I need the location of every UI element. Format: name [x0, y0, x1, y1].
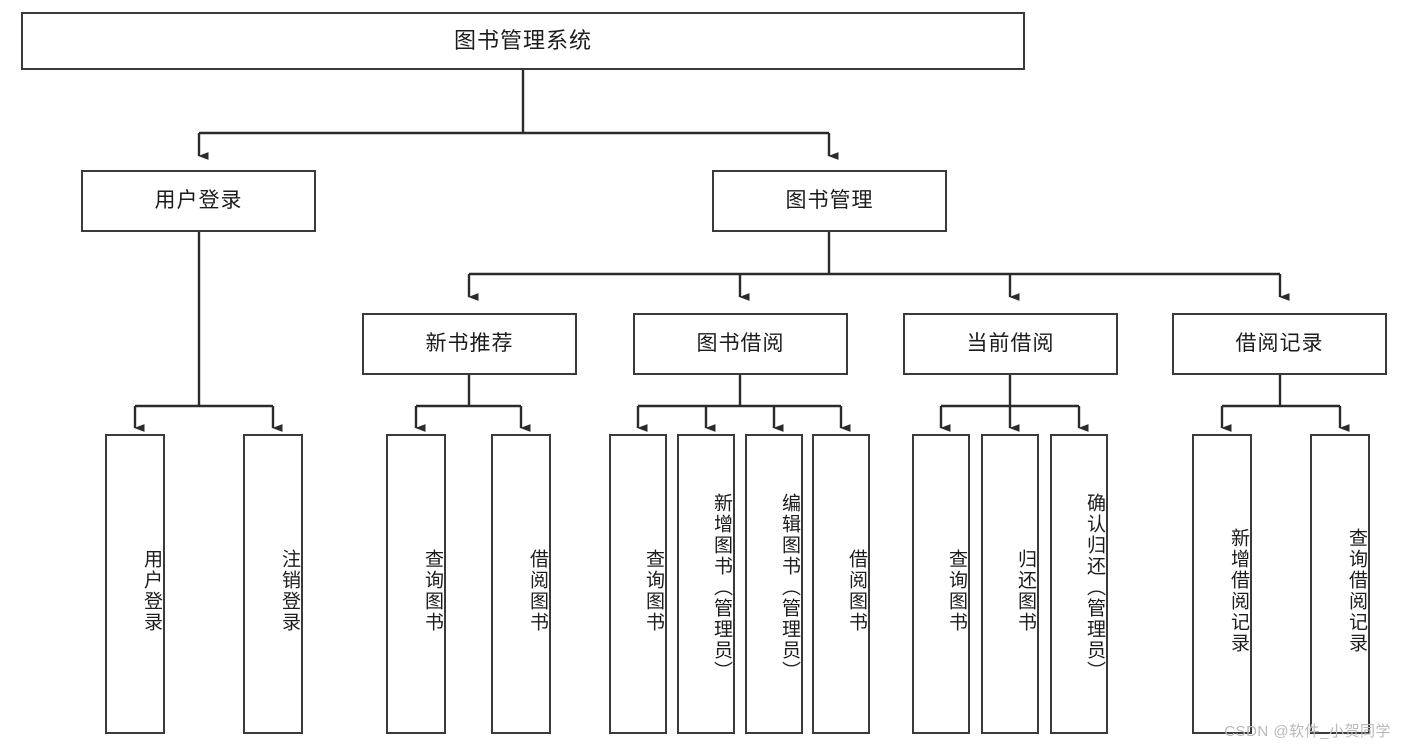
leaf-borrow-1[interactable]: 新增图书（管理员）	[677, 434, 735, 734]
node-new-book-recommend[interactable]: 新书推荐	[362, 313, 577, 375]
leaf-newbook-0[interactable]: 查询图书	[386, 434, 446, 734]
node-current-borrow[interactable]: 当前借阅	[903, 313, 1118, 375]
node-new-book-recommend-label: 新书推荐	[425, 332, 514, 356]
node-root-label: 图书管理系统	[453, 27, 592, 53]
leaf-newbook-1[interactable]: 借阅图书	[491, 434, 551, 734]
node-login[interactable]: 用户登录	[81, 170, 316, 232]
leaf-borrow-2-label: 编辑图书（管理员）	[779, 492, 800, 682]
node-login-label: 用户登录	[154, 189, 243, 213]
leaf-login-0[interactable]: 用户登录	[105, 434, 165, 734]
leaf-current-2-label: 确认归还（管理员）	[1084, 492, 1105, 682]
leaf-borrow-0[interactable]: 查询图书	[609, 434, 667, 734]
leaf-login-0-label: 用户登录	[141, 549, 162, 633]
leaf-newbook-0-label: 查询图书	[422, 549, 443, 633]
watermark: CSDN @软件_小贺同学	[1224, 723, 1391, 740]
leaf-borrow-1-label: 新增图书（管理员）	[711, 492, 732, 682]
leaf-current-0[interactable]: 查询图书	[912, 434, 970, 734]
leaf-borrow-0-label: 查询图书	[643, 549, 664, 633]
node-book-management[interactable]: 图书管理	[712, 170, 947, 232]
leaf-current-2[interactable]: 确认归还（管理员）	[1050, 434, 1108, 734]
node-book-management-label: 图书管理	[785, 189, 874, 213]
leaf-borrow-3-label: 借阅图书	[846, 549, 867, 633]
node-current-borrow-label: 当前借阅	[966, 332, 1055, 356]
node-borrow-records-label: 借阅记录	[1235, 332, 1324, 356]
leaf-current-1[interactable]: 归还图书	[981, 434, 1039, 734]
leaf-records-0[interactable]: 新增借阅记录	[1192, 434, 1252, 734]
leaf-login-1-label: 注销登录	[279, 549, 300, 633]
leaf-records-0-label: 新增借阅记录	[1228, 528, 1249, 654]
leaf-login-1[interactable]: 注销登录	[243, 434, 303, 734]
node-root[interactable]: 图书管理系统	[21, 12, 1025, 70]
node-book-borrow-label: 图书借阅	[696, 332, 785, 356]
leaf-newbook-1-label: 借阅图书	[527, 549, 548, 633]
node-book-borrow[interactable]: 图书借阅	[633, 313, 848, 375]
node-borrow-records[interactable]: 借阅记录	[1172, 313, 1387, 375]
leaf-current-1-label: 归还图书	[1015, 549, 1036, 633]
leaf-borrow-3[interactable]: 借阅图书	[812, 434, 870, 734]
leaf-borrow-2[interactable]: 编辑图书（管理员）	[745, 434, 803, 734]
leaf-records-1[interactable]: 查询借阅记录	[1310, 434, 1370, 734]
leaf-current-0-label: 查询图书	[946, 549, 967, 633]
leaf-records-1-label: 查询借阅记录	[1346, 528, 1367, 654]
